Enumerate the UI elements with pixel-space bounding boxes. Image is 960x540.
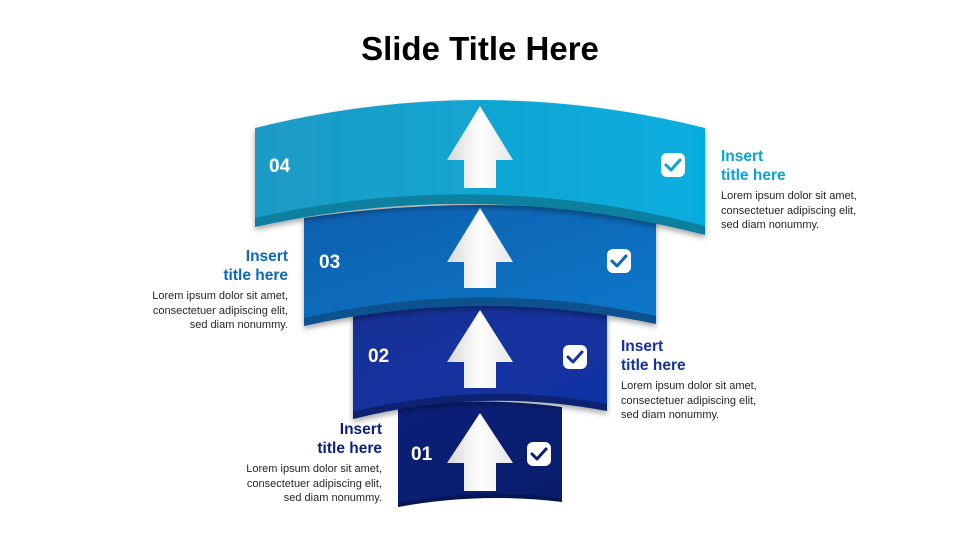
- check-icon: [563, 345, 587, 369]
- check-icon: [527, 442, 551, 466]
- step-03-number: 03: [319, 252, 340, 273]
- callout-01: Insert title here Lorem ipsum dolor sit …: [212, 420, 382, 506]
- arrow-up-icon: [447, 310, 513, 388]
- callout-02: Insert title here Lorem ipsum dolor sit …: [621, 337, 791, 423]
- step-04-number: 04: [269, 156, 291, 177]
- callout-02-body: Lorem ipsum dolor sit amet, consectetuer…: [621, 380, 757, 421]
- check-icon: [607, 249, 631, 273]
- arrow-up-icon: [447, 106, 513, 188]
- callout-02-title: Insert title here: [621, 338, 686, 374]
- callout-04-body: Lorem ipsum dolor sit amet, consectetuer…: [721, 190, 857, 231]
- callout-03: Insert title here Lorem ipsum dolor sit …: [118, 247, 288, 333]
- slide-title: Slide Title Here: [361, 30, 599, 67]
- step-01-number: 01: [411, 444, 433, 465]
- callout-04-title: Insert title here: [721, 148, 786, 184]
- callout-03-body: Lorem ipsum dolor sit amet, consectetuer…: [152, 290, 288, 331]
- callout-01-title: Insert title here: [317, 421, 382, 457]
- arrow-up-icon: [447, 413, 513, 491]
- callout-04: Insert title here Lorem ipsum dolor sit …: [721, 147, 891, 233]
- arrow-up-icon: [447, 208, 513, 288]
- callout-01-body: Lorem ipsum dolor sit amet, consectetuer…: [246, 463, 382, 504]
- step-02-number: 02: [368, 346, 389, 367]
- check-icon: [661, 153, 685, 177]
- callout-03-title: Insert title here: [223, 248, 288, 284]
